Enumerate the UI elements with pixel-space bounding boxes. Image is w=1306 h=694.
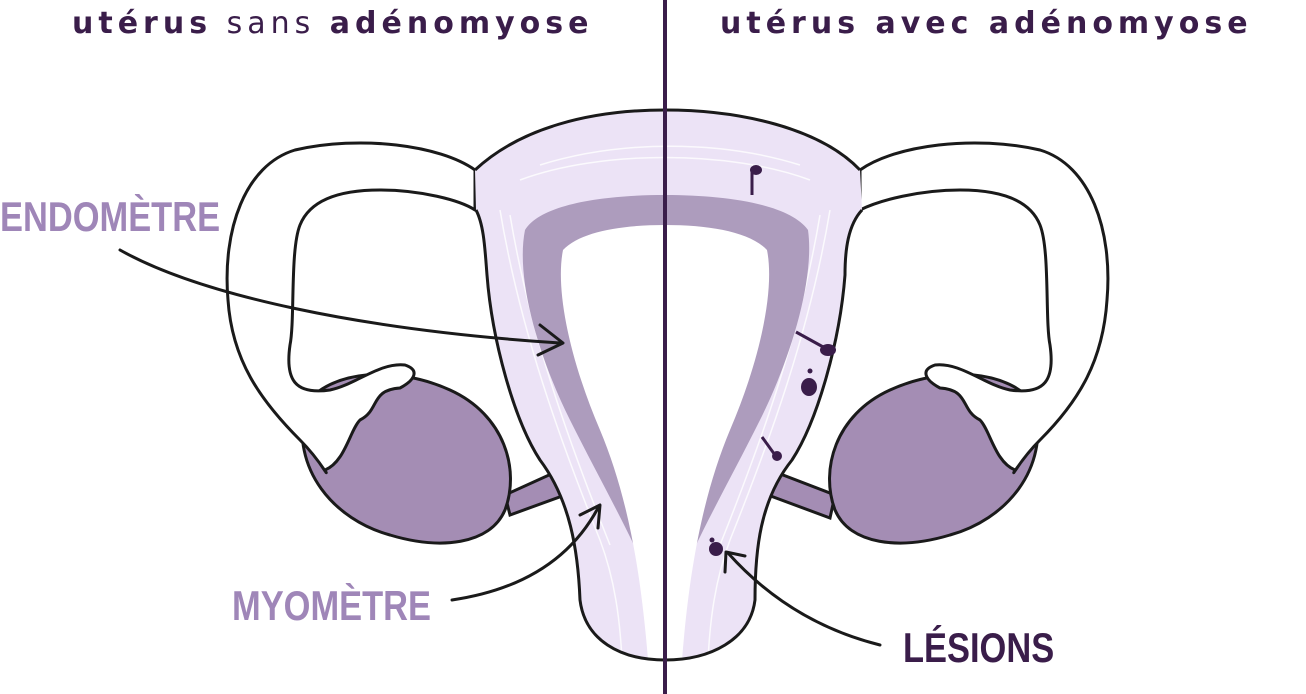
title-right-word-1: utérus (720, 6, 861, 41)
label-lesions: LÉSIONS (903, 624, 1055, 671)
left-fallopian-tube (225, 141, 477, 474)
lesion-right-2 (801, 368, 817, 396)
label-myometre: MYOMÈTRE (232, 582, 431, 629)
lesions (709, 165, 836, 556)
title-left-word-3: adénomyose (329, 6, 594, 41)
title-left: utérus sans adénomyose (72, 6, 593, 41)
lesion-top (750, 165, 762, 195)
lesion-bottom (709, 537, 723, 556)
arrow-myometre (450, 503, 602, 602)
arrow-endometre (118, 248, 565, 357)
title-right: utérus avec adénomyose (720, 6, 1253, 41)
arrow-lesions (723, 550, 882, 647)
right-fallopian-tube (858, 141, 1110, 474)
label-endometre: ENDOMÈTRE (0, 193, 221, 240)
titles: utérus sans adénomyose utérus avec adéno… (0, 0, 1306, 60)
lesion-right-1 (795, 330, 836, 356)
title-right-word-2: avec (860, 6, 989, 41)
lesion-right-3 (760, 436, 782, 461)
title-right-word-3: adénomyose (988, 6, 1253, 41)
title-left-word-2: sans (212, 6, 330, 41)
title-left-word-1: utérus (72, 6, 213, 41)
